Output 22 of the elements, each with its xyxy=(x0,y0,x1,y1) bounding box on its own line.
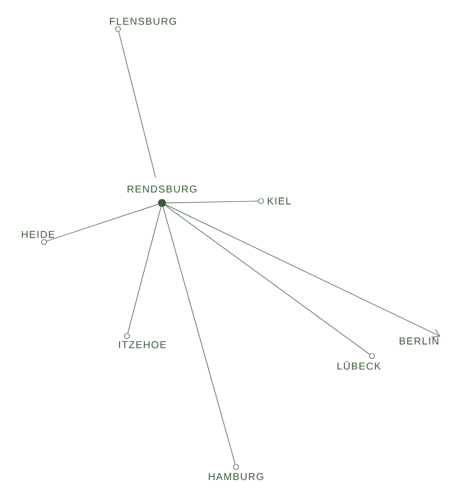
city-label: LÜBECK xyxy=(338,361,381,370)
connector xyxy=(118,31,156,178)
town-marker xyxy=(233,464,239,470)
city-label: BERLIN xyxy=(400,338,438,344)
city-label: HEIDE xyxy=(22,230,54,238)
town-marker xyxy=(258,198,264,204)
town-marker xyxy=(41,239,47,245)
town-marker xyxy=(115,26,121,32)
city-label: ITZEHOE xyxy=(119,341,166,348)
city-label: HAMBURG xyxy=(208,473,264,480)
town-marker xyxy=(124,333,130,339)
connector xyxy=(127,206,162,334)
connector xyxy=(165,205,370,355)
connector xyxy=(162,206,236,465)
connector xyxy=(166,200,258,204)
connector xyxy=(46,204,158,242)
city-label: RENDSBURG xyxy=(128,186,196,193)
town-marker xyxy=(369,353,375,359)
hub-dot xyxy=(158,199,166,207)
city-label: KIEL xyxy=(268,198,291,204)
connector xyxy=(165,204,440,338)
city-label: FLENSBURG xyxy=(110,18,176,25)
